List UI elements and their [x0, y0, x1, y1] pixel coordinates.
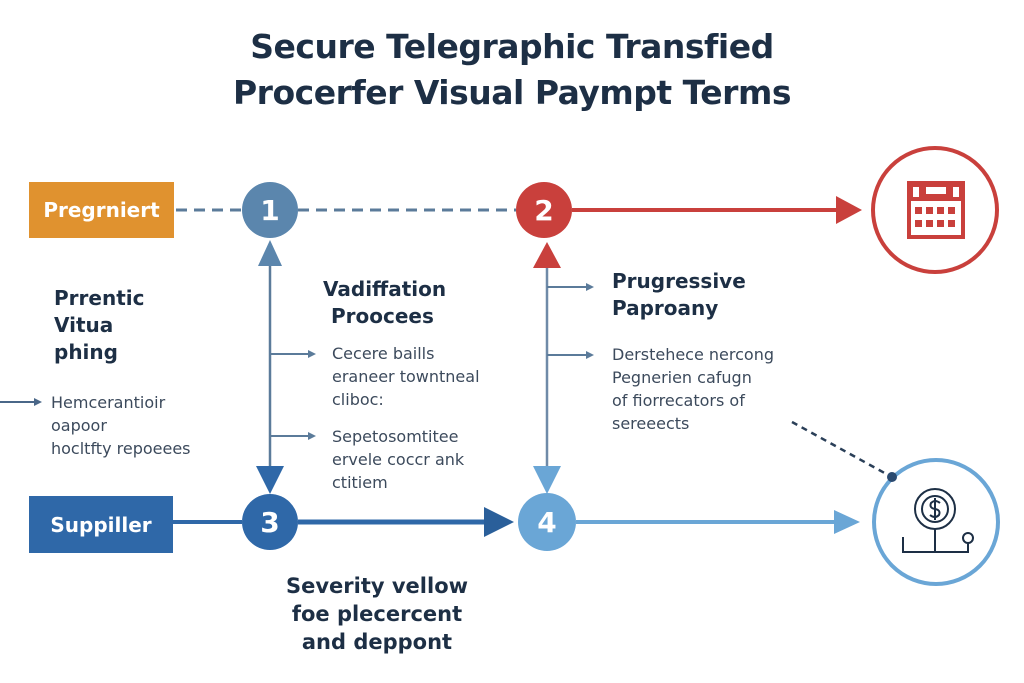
right-body-line: sereeects	[612, 414, 690, 433]
middle-item-1: Cecere baills eraneer towntneal cliboc:	[332, 342, 480, 411]
middle-heading-line: Proocees	[331, 304, 434, 328]
branch-arrowhead	[586, 283, 594, 291]
left-heading-line: phing	[54, 340, 118, 364]
left-heading-line: Prrentic	[54, 286, 145, 310]
middle-item2-line: Sepetosomtitee	[332, 427, 459, 446]
title-line-2: Procerfer Visual Paympt Terms	[233, 73, 791, 112]
left-panel-body: Hemcerantioir oapoor hocltfty repoeees	[51, 391, 191, 460]
dashed-pointer	[791, 420, 891, 478]
step-1-number: 1	[260, 193, 280, 227]
middle-item1-line: cliboc:	[332, 390, 384, 409]
left-body-line: hocltfty repoeees	[51, 439, 191, 458]
right-panel-heading: Prugressive Paproany	[612, 268, 746, 322]
step-2-circle	[516, 182, 572, 238]
bottom-entity-box: Suppiller	[29, 496, 173, 553]
step-3-circle	[242, 494, 298, 550]
middle-item2-line: ctitiem	[332, 473, 388, 492]
left-body-line: Hemcerantioir	[51, 393, 166, 412]
title-line-1: Secure Telegraphic Transfied	[250, 27, 774, 66]
step-3-number: 3	[260, 505, 280, 539]
dollar-plant-icon	[902, 488, 974, 553]
left-arrowhead	[34, 398, 42, 406]
caption-line: Severity vellow	[285, 574, 469, 598]
branch-arrowhead	[308, 350, 316, 358]
right-heading-line: Prugressive	[612, 269, 746, 293]
step-4-number: 4	[537, 505, 557, 539]
right-body-line: of fiorrecators of	[612, 391, 745, 410]
down-arrowhead-step4	[533, 466, 561, 494]
step-1-circle	[242, 182, 298, 238]
middle-item2-line: ervele coccr ank	[332, 450, 465, 469]
blue-arrowhead	[484, 507, 514, 537]
diagram-title: Secure Telegraphic Transfied Procerfer V…	[0, 24, 1024, 116]
right-heading-line: Paproany	[612, 296, 719, 320]
down-arrowhead-step3	[256, 466, 284, 494]
bottom-caption: Severity vellow foe plecercent and deppo…	[272, 572, 482, 656]
left-heading-line: Vitua	[54, 313, 114, 337]
right-body-line: Derstehece nercong	[612, 345, 774, 364]
middle-item1-line: eraneer towntneal	[332, 367, 480, 386]
step-4-circle	[518, 493, 576, 551]
branch-arrowhead	[586, 351, 594, 359]
middle-panel-heading: Vadiffation Proocees	[323, 276, 446, 330]
middle-item1-line: Cecere baills	[332, 344, 435, 363]
calendar-icon	[907, 181, 965, 239]
red-arrowhead	[836, 196, 862, 224]
light-blue-arrowhead	[834, 510, 860, 534]
step-2-number: 2	[534, 193, 554, 227]
top-entity-box: Pregrniert	[29, 182, 174, 238]
pointer-dot	[887, 472, 897, 482]
middle-heading-line: Vadiffation	[323, 277, 447, 301]
right-panel-body: Derstehece nercong Pegnerien cafugn of f…	[612, 343, 774, 435]
left-body-line: oapoor	[51, 416, 107, 435]
right-body-line: Pegnerien cafugn	[612, 368, 752, 387]
left-panel-heading: Prrentic Vitua phing	[54, 285, 144, 366]
branch-arrowhead	[308, 432, 316, 440]
up-arrowhead-step1	[258, 240, 282, 266]
up-arrowhead-step2	[533, 242, 561, 268]
caption-line: foe plecercent	[291, 602, 463, 626]
middle-item-2: Sepetosomtitee ervele coccr ank ctitiem	[332, 425, 464, 494]
caption-line: and deppont	[301, 630, 453, 654]
